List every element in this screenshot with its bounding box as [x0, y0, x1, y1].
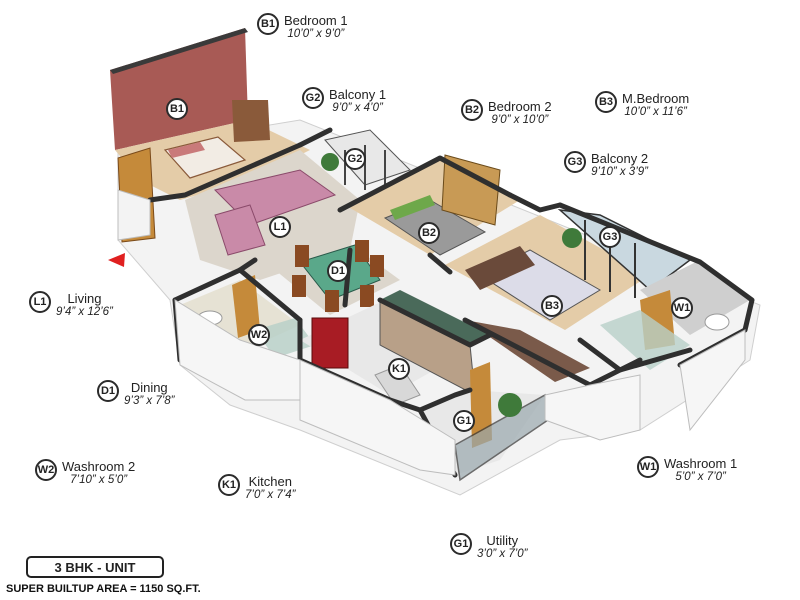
legend-g2-name: Balcony 1: [329, 87, 387, 102]
legend-g3-name: Balcony 2: [591, 151, 649, 166]
legend-b3-dims: 10’0” x 11’6”: [624, 106, 687, 118]
legend-w1-name: Washroom 1: [664, 456, 738, 471]
tag-g1: G1: [453, 410, 475, 432]
legend-g2-badge: G2: [302, 87, 324, 109]
legend-w1-dims: 5’0” x 7’0”: [675, 471, 726, 483]
legend-w2-name: Washroom 2: [62, 459, 136, 474]
legend-g1-badge: G1: [450, 533, 472, 555]
tag-k1: K1: [388, 358, 410, 380]
legend-b3-name: M.Bedroom: [622, 91, 690, 106]
legend-b2-name: Bedroom 2: [488, 99, 552, 114]
bedroom1-accent-wall: [110, 28, 248, 150]
tag-g3: G3: [599, 226, 621, 248]
legend-g2-dims: 9’0” x 4’0”: [332, 102, 383, 114]
tag-l1: L1: [269, 216, 291, 238]
tag-b2: B2: [418, 222, 440, 244]
legend-k1-name: Kitchen: [248, 474, 292, 489]
tag-d1: D1: [327, 260, 349, 282]
legend-w2-badge: W2: [35, 459, 57, 481]
tag-b3: B3: [541, 295, 563, 317]
legend-b1-dims: 10’0” x 9’0”: [287, 28, 345, 40]
legend-b1-badge: B1: [257, 13, 279, 35]
legend-g3-dims: 9’10” x 3’9”: [591, 166, 648, 178]
tag-b1: B1: [166, 98, 188, 120]
tag-w1: W1: [671, 297, 693, 319]
legend-l1-badge: L1: [29, 291, 51, 313]
legend-b1-name: Bedroom 1: [284, 13, 348, 28]
legend-b2-dims: 9’0” x 10’0”: [491, 114, 549, 126]
legend-d1-badge: D1: [97, 380, 119, 402]
legend-l1-dims: 9’4” x 12’6”: [56, 306, 113, 318]
legend-w2-dims: 7’10” x 5’0”: [70, 474, 128, 486]
legend-b2-badge: B2: [461, 99, 483, 121]
legend-g1-dims: 3’0” x 7’0”: [477, 548, 528, 560]
tag-g2: G2: [344, 148, 366, 170]
legend-d1-dims: 9’3” x 7’8”: [124, 395, 175, 407]
legend-k1-badge: K1: [218, 474, 240, 496]
legend-k1-dims: 7’0” x 7’4”: [245, 489, 296, 501]
legend-w1-badge: W1: [637, 456, 659, 478]
legend-d1-name: Dining: [130, 380, 168, 395]
legend-l1-name: Living: [67, 291, 102, 306]
legend-b3-badge: B3: [595, 91, 617, 113]
tag-w2: W2: [248, 324, 270, 346]
unit-type-box: 3 BHK - UNIT: [26, 556, 164, 578]
legend-g3-badge: G3: [564, 151, 586, 173]
legend-g1-name: Utility: [486, 533, 519, 548]
entry-arrow: [108, 253, 125, 267]
super-builtup-area: SUPER BUILTUP AREA = 1150 SQ.FT.: [6, 583, 201, 595]
